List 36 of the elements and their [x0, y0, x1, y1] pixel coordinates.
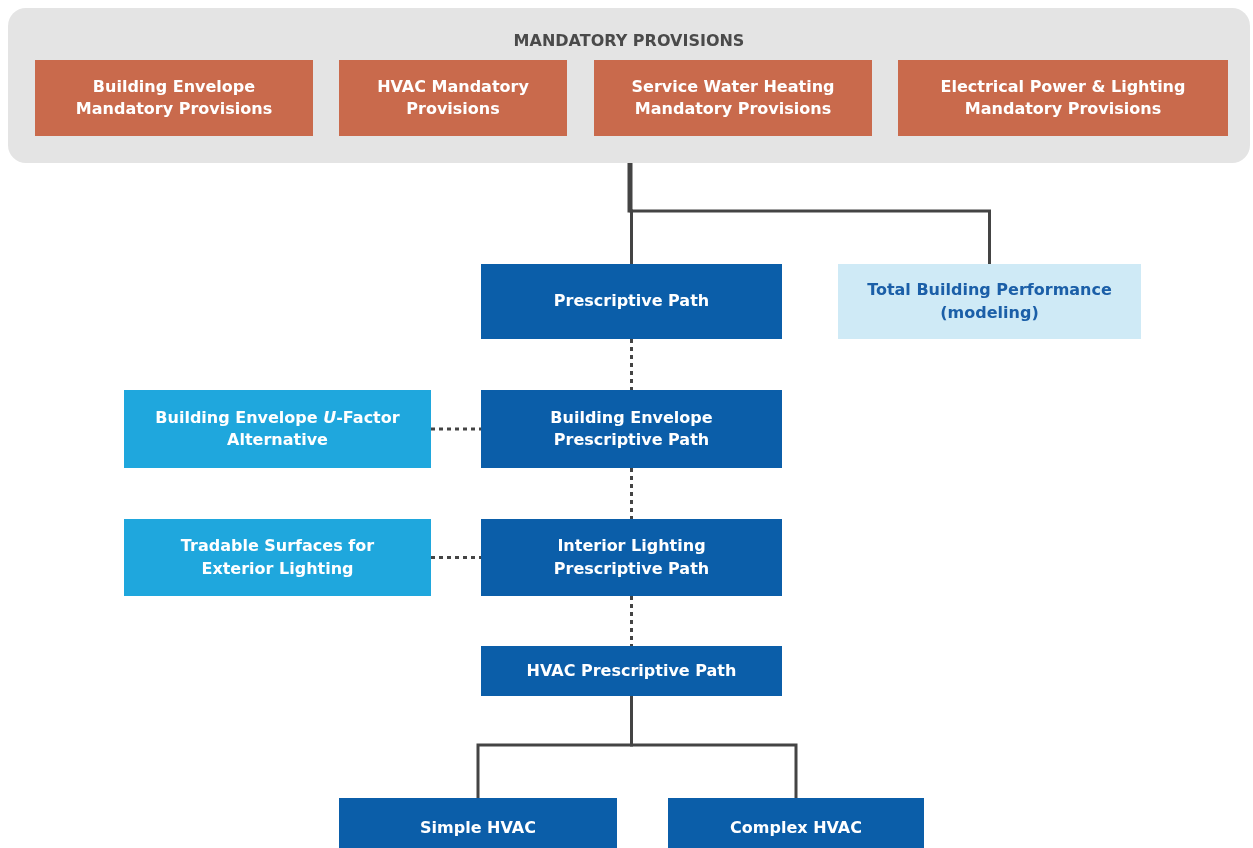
process-box	[838, 264, 1141, 339]
box-label: Total Building Performance (modeling)	[866, 279, 1113, 324]
connector-line	[629, 163, 991, 264]
process-box	[481, 646, 782, 696]
box-label: Simple HVAC	[420, 816, 536, 839]
connector-line	[431, 556, 481, 559]
connector-line	[630, 596, 633, 646]
process-box	[898, 60, 1228, 136]
box-label: Complex HVAC	[730, 816, 862, 839]
process-box	[481, 519, 782, 596]
process-box	[35, 60, 313, 136]
box-label: Interior Lighting Prescriptive Path	[552, 535, 711, 580]
connector-line	[431, 427, 481, 431]
group-heading: MANDATORY PROVISIONS	[512, 30, 746, 52]
connector-line	[630, 339, 633, 390]
box-label: Tradable Surfaces for Exterior Lighting	[179, 535, 376, 580]
box-label: Building Envelope Prescriptive Path	[549, 406, 714, 451]
box-label: Prescriptive Path	[553, 290, 710, 313]
box-label: Building Envelope Mandatory Provisions	[74, 75, 274, 120]
process-box	[124, 519, 431, 596]
connector-line	[630, 468, 633, 519]
process-box	[339, 798, 617, 848]
process-box	[481, 264, 782, 339]
box-label: HVAC Prescriptive Path	[526, 659, 737, 682]
process-box	[668, 798, 924, 848]
box-label: HVAC Mandatory Provisions	[376, 75, 530, 120]
connector-line	[627, 163, 633, 264]
group-panel	[8, 8, 1250, 163]
process-box	[339, 60, 567, 136]
process-box	[481, 390, 782, 468]
process-box	[594, 60, 872, 136]
connector-line	[630, 696, 798, 798]
box-label: Electrical Power & Lighting Mandatory Provisions	[939, 75, 1187, 120]
box-label: Service Water Heating Mandatory Provisions	[630, 75, 836, 120]
box-label: Building Envelope U-Factor Alternative	[154, 406, 401, 451]
process-box	[124, 390, 431, 468]
